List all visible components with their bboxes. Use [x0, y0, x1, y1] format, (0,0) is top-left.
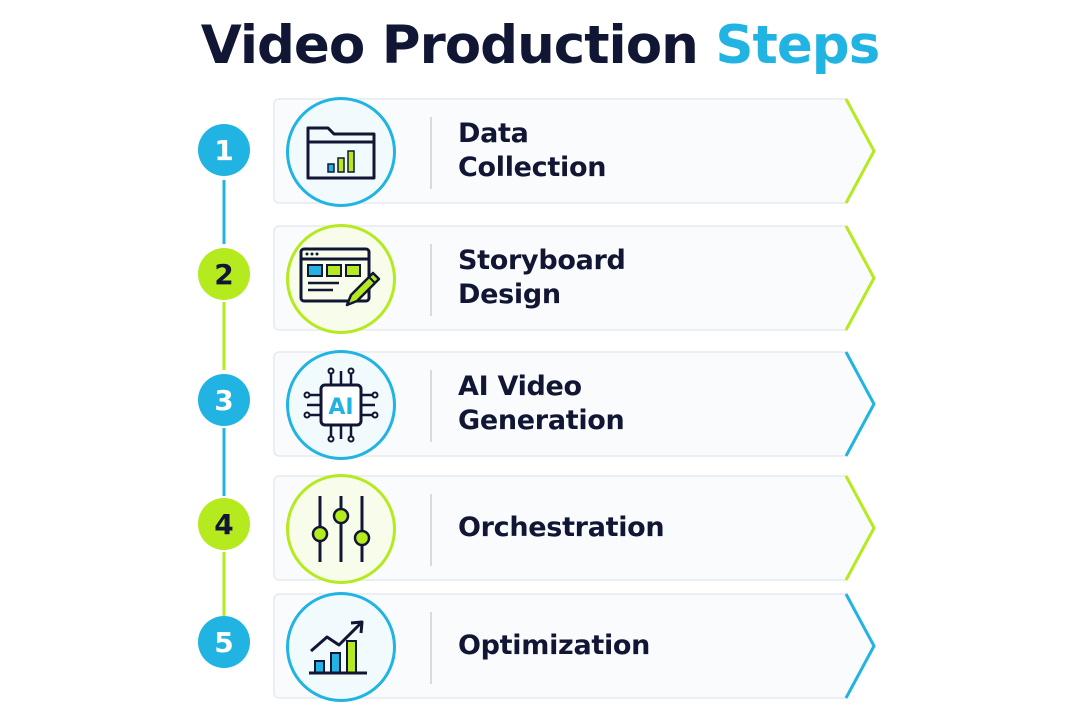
step-2-number: 2	[198, 248, 250, 300]
card-arrow-shape	[273, 98, 876, 204]
step-5-number: 5	[198, 616, 250, 668]
card-arrow-shape	[273, 593, 876, 699]
step-1-card: Data Collection	[272, 97, 876, 207]
step-4-label-line1: Orchestration	[458, 512, 665, 543]
step-1-label: Data Collection	[458, 97, 818, 205]
storyboard-pencil-icon	[299, 247, 381, 307]
step-4-label: Orchestration	[458, 474, 818, 582]
step-2-label-line2: Design	[458, 279, 561, 310]
step-2-label-line1: Storyboard	[458, 245, 626, 276]
step-1-icon-circle	[286, 97, 396, 207]
step-3-label-line1: AI Video	[458, 371, 582, 402]
step-4-icon-circle	[286, 474, 396, 584]
step-4-number: 4	[198, 498, 250, 550]
step-1-number: 1	[198, 124, 250, 176]
title-accent: Steps	[715, 15, 880, 76]
card-divider	[430, 117, 432, 189]
step-2-label: Storyboard Design	[458, 224, 818, 332]
step-5-label-line1: Optimization	[458, 630, 651, 661]
card-divider	[430, 612, 432, 684]
step-2-card: Storyboard Design	[272, 224, 876, 334]
card-arrow-shape	[273, 225, 876, 331]
step-3-icon-circle: AI	[286, 350, 396, 460]
ai-chip-icon: AI	[303, 367, 379, 443]
growth-chart-icon	[309, 620, 367, 675]
folder-chart-icon	[306, 126, 376, 180]
step-2-icon-circle	[286, 224, 396, 334]
card-divider	[430, 370, 432, 442]
step-5-label: Optimization	[458, 592, 818, 700]
card-divider	[430, 244, 432, 316]
svg-text:AI: AI	[328, 395, 353, 420]
step-3-card: AI AI Video Generation	[272, 350, 876, 460]
step-5-card: Optimization	[272, 592, 876, 702]
step-5-icon-circle	[286, 592, 396, 702]
sliders-icon	[311, 496, 371, 562]
card-arrow-shape	[273, 475, 876, 581]
step-3-number: 3	[198, 374, 250, 426]
step-1-label-line2: Collection	[458, 152, 607, 183]
card-divider	[430, 494, 432, 566]
step-3-label-line2: Generation	[458, 405, 625, 436]
title-main: Video Production	[200, 15, 699, 76]
step-4-card: Orchestration	[272, 474, 876, 584]
page-title: Video Production Steps	[0, 8, 1080, 84]
step-3-label: AI Video Generation	[458, 350, 818, 458]
card-arrow-shape	[273, 351, 876, 457]
step-1-label-line1: Data	[458, 118, 529, 149]
